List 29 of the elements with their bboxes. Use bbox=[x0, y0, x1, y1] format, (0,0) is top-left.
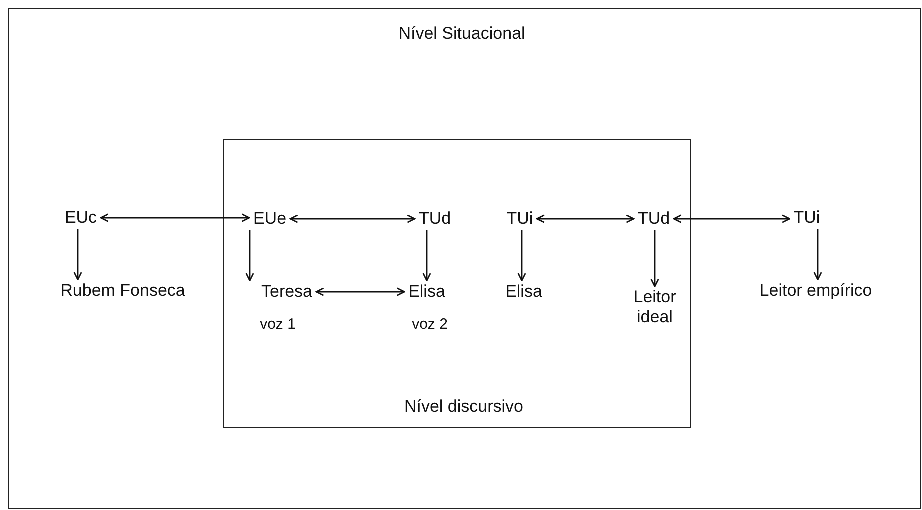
arrow bbox=[74, 229, 82, 281]
arrow bbox=[100, 214, 250, 222]
arrow bbox=[518, 230, 526, 282]
term-label: EUc bbox=[64, 208, 98, 228]
term-label: TUd bbox=[418, 208, 452, 230]
term-label: TUd bbox=[638, 208, 670, 230]
level-frame bbox=[8, 8, 921, 509]
term-label: EUe bbox=[253, 208, 287, 230]
term-label: TUi bbox=[506, 208, 534, 230]
arrow bbox=[650, 230, 660, 288]
voice-note: voz 2 bbox=[412, 316, 448, 334]
arrow bbox=[316, 288, 406, 296]
term-label: Leitor empírico bbox=[760, 280, 872, 302]
term-label: Elisa bbox=[506, 282, 542, 302]
term-label: Leitor ideal bbox=[630, 288, 680, 328]
level-title: Nível Situacional bbox=[398, 24, 526, 44]
arrow bbox=[246, 230, 254, 282]
level-title: Nível discursivo bbox=[404, 397, 524, 417]
arrow bbox=[290, 214, 416, 224]
arrow bbox=[673, 214, 790, 224]
arrow bbox=[422, 230, 432, 282]
term-label: TUi bbox=[794, 208, 820, 228]
level-frame bbox=[223, 139, 691, 428]
term-label: Teresa bbox=[261, 282, 313, 302]
voice-note: voz 1 bbox=[260, 316, 296, 334]
arrow bbox=[814, 229, 822, 281]
term-label: Rubem Fonseca bbox=[60, 280, 186, 302]
arrow bbox=[536, 214, 635, 224]
term-label: Elisa bbox=[408, 282, 446, 302]
